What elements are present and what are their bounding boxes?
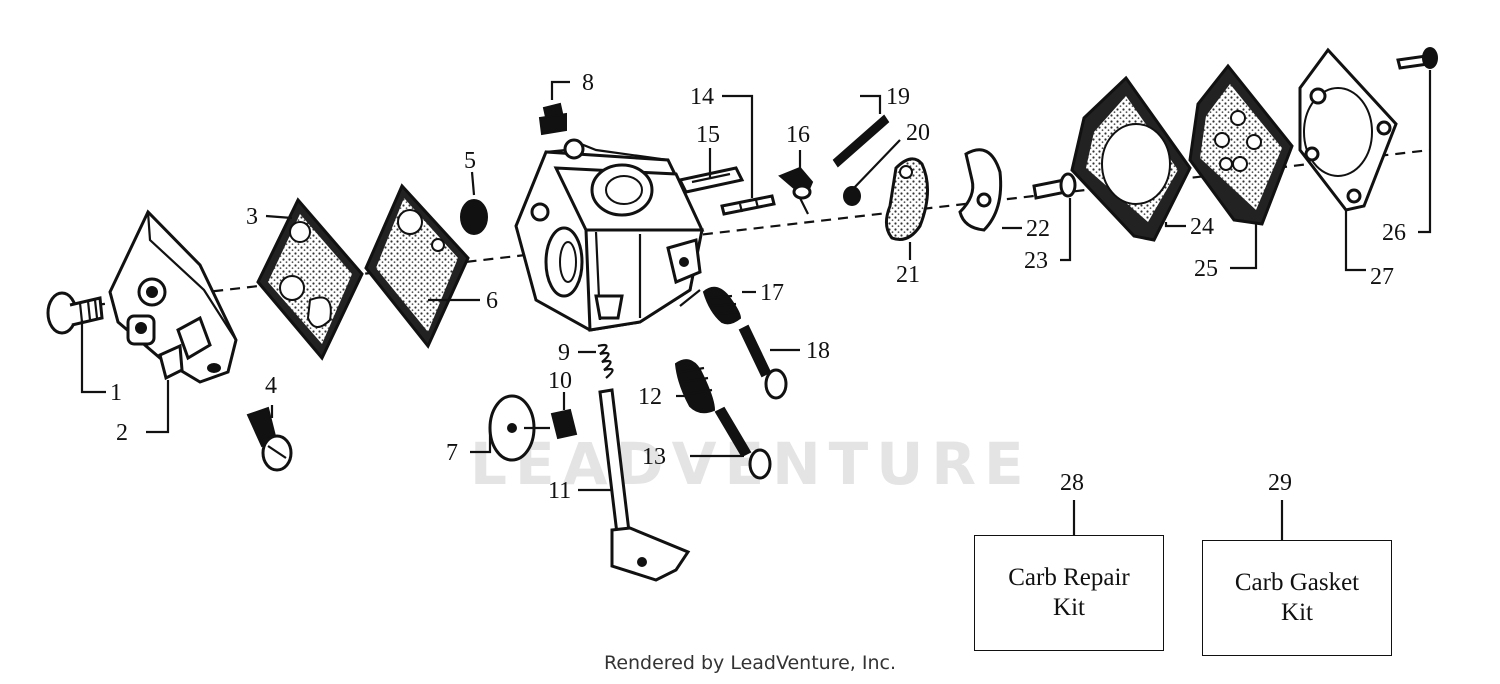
part-3-pump-gasket [256, 197, 364, 361]
callout-8: 8 [582, 70, 594, 96]
callout-25: 25 [1194, 256, 1218, 282]
callout-10: 10 [548, 368, 572, 394]
watermark-text: LEADVENTURE [470, 430, 1032, 498]
callout-26: 26 [1382, 220, 1406, 246]
part-carburetor-body [514, 138, 705, 332]
carb-gasket-kit-label: Carb Gasket Kit [1234, 569, 1360, 626]
callout-5: 5 [464, 148, 476, 174]
part-27-metering-cover [1298, 47, 1398, 212]
callout-6: 6 [486, 288, 498, 314]
part-9-spring [597, 343, 614, 379]
callout-14: 14 [690, 84, 714, 110]
part-2-pump-cover [108, 209, 238, 384]
part-24-gasket [1070, 75, 1192, 242]
callout-12: 12 [638, 384, 662, 410]
callout-13: 13 [642, 444, 666, 470]
part-6-pump-diaphragm [364, 183, 470, 349]
part-16-inlet-lever [778, 166, 814, 215]
part-18-adjusting-needle [738, 324, 788, 400]
part-7-disc [488, 394, 536, 462]
part-13-adjusting-needle [714, 406, 772, 480]
part-1-screw [46, 291, 104, 335]
callout-18: 18 [806, 338, 830, 364]
part-23-screw [1032, 172, 1077, 200]
callout-2: 2 [116, 420, 128, 446]
carb-gasket-kit-box: Carb Gasket Kit [1202, 540, 1392, 656]
rendered-by-footer: Rendered by LeadVenture, Inc. [603, 652, 897, 674]
callout-19: 19 [886, 84, 910, 110]
callout-7: 7 [446, 440, 458, 466]
callout-27: 27 [1370, 264, 1394, 290]
leader-lines [80, 70, 1432, 540]
callout-1: 1 [110, 380, 122, 406]
part-21-throttle-lever [885, 157, 930, 241]
part-5-plug [460, 199, 488, 235]
part-22-choke-shutter [958, 148, 1003, 232]
part-25-metering-diaphragm [1188, 63, 1294, 226]
part-17-spring [702, 286, 742, 325]
callout-24: 24 [1190, 214, 1214, 240]
callout-17: 17 [760, 280, 784, 306]
part-14-pin [720, 194, 776, 216]
part-4-screw [246, 406, 293, 472]
part-11-lever [598, 388, 691, 582]
callout-29: 29 [1268, 470, 1292, 496]
part-19-shaft-pin [832, 114, 890, 168]
part-10-valve [524, 408, 578, 440]
carb-repair-kit-box: Carb Repair Kit [974, 535, 1164, 651]
carb-repair-kit-label: Carb Repair Kit [1008, 564, 1130, 621]
part-12-spring [674, 359, 716, 414]
callout-20: 20 [906, 120, 930, 146]
callout-numbers: 1 2 3 4 5 6 7 8 9 10 11 12 13 14 15 16 1… [110, 70, 1406, 504]
callout-16: 16 [786, 122, 810, 148]
callout-22: 22 [1026, 216, 1050, 242]
callout-11: 11 [548, 478, 571, 504]
part-20-spring-washer [843, 186, 861, 206]
part-8-check-valve [538, 102, 567, 136]
callout-23: 23 [1024, 248, 1048, 274]
callout-28: 28 [1060, 470, 1084, 496]
callout-9: 9 [558, 340, 570, 366]
part-26-screw [1396, 47, 1438, 70]
callout-21: 21 [896, 262, 920, 288]
callout-4: 4 [265, 373, 277, 399]
callout-3: 3 [246, 204, 258, 230]
callout-15: 15 [696, 122, 720, 148]
